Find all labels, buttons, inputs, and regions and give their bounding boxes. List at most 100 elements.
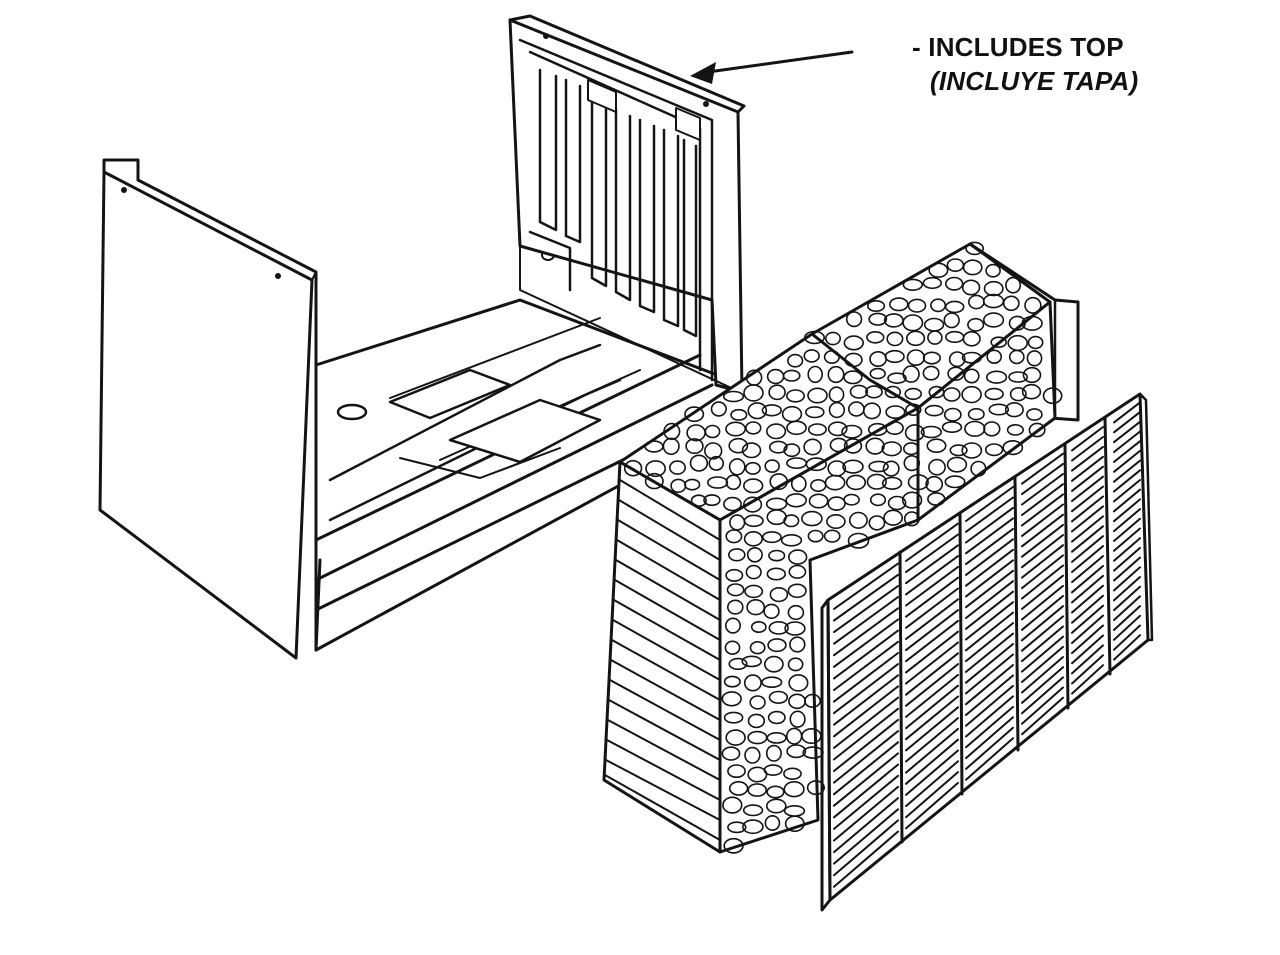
louver-slat <box>905 673 959 718</box>
pad-cell <box>785 493 808 508</box>
pad-cell <box>745 421 762 435</box>
pad-cell <box>690 494 707 508</box>
louver-slat <box>1071 555 1104 584</box>
louver-slat <box>1071 505 1104 533</box>
louver-slat <box>1071 594 1104 624</box>
louver-slat <box>1071 604 1104 634</box>
louver-slat <box>1071 644 1104 675</box>
louver-slat <box>833 707 899 761</box>
pad-cell <box>723 837 744 854</box>
pad-cell <box>843 335 864 351</box>
louver-slat <box>905 760 959 808</box>
louver-slat <box>965 653 1014 695</box>
pad-cell <box>965 241 985 256</box>
louver-slat <box>965 538 1014 576</box>
pad-cell <box>1005 276 1022 294</box>
louver-slat <box>1071 515 1104 543</box>
pad-cell <box>742 478 764 494</box>
pad-cell <box>703 442 723 460</box>
louver-slat <box>965 527 1014 566</box>
louver-slat <box>905 738 959 785</box>
pad-cell <box>725 729 746 746</box>
louver-slat <box>905 652 959 696</box>
pad-cell <box>765 423 787 440</box>
pad-cell <box>786 744 807 759</box>
pad-cell <box>743 530 764 547</box>
louver-slat <box>833 808 899 865</box>
louver-slat <box>965 632 1014 673</box>
pad-cell <box>744 746 761 764</box>
louver-slat <box>965 559 1014 598</box>
pad-cell <box>845 474 867 491</box>
pad-cell <box>741 655 763 668</box>
louver-slat <box>1113 585 1141 612</box>
louver-slat <box>965 643 1014 684</box>
pad-cell <box>803 330 825 345</box>
louver-slat <box>1071 634 1104 665</box>
louver-slat <box>833 618 899 668</box>
pad-cell <box>902 314 924 332</box>
pad-cell <box>728 781 749 796</box>
pad-cell <box>764 459 781 473</box>
pad-cell <box>807 387 828 404</box>
pad-cell <box>766 785 785 799</box>
louver-slat <box>833 741 899 796</box>
pad-cell <box>828 401 846 419</box>
louver-slat <box>833 797 899 854</box>
pad-cell <box>947 366 965 381</box>
pad-cell <box>983 421 1001 437</box>
louver-slat <box>1071 426 1104 452</box>
pad-cell <box>807 529 824 543</box>
pad-cell <box>726 599 744 615</box>
pad-cell <box>803 693 821 709</box>
pad-cell <box>684 406 705 423</box>
pad-cell <box>946 456 968 473</box>
pad-cell <box>788 564 807 579</box>
pad-cell <box>866 473 887 490</box>
louver-slat <box>965 716 1014 760</box>
louver-slat <box>965 590 1014 630</box>
pad-cell <box>768 621 789 635</box>
louver-slat <box>1021 595 1064 631</box>
louver-slat <box>1071 654 1104 685</box>
pad-cell <box>1027 335 1044 350</box>
pad-cell <box>706 476 729 489</box>
pad-cell <box>883 509 904 526</box>
pad-cell <box>922 365 940 381</box>
includes-top-callout: - INCLUDES TOP (INCLUYE TAPA) <box>912 30 1138 98</box>
louver-slat <box>1071 455 1104 482</box>
pad-cell <box>985 263 1001 278</box>
louver-slat <box>965 684 1014 727</box>
pad-cell <box>823 529 841 543</box>
louver-slat <box>1071 445 1104 472</box>
pad-cell <box>944 475 966 489</box>
pad-cell <box>722 796 743 814</box>
pad-cell <box>928 262 949 278</box>
pad-cell <box>769 473 789 491</box>
louver-slat <box>1021 473 1064 506</box>
pad-cell <box>848 511 868 529</box>
pad-cell <box>888 297 909 312</box>
louver-slat <box>965 486 1014 522</box>
pad-cell <box>961 279 981 296</box>
louver-slat <box>1021 625 1064 663</box>
pad-cell <box>761 676 783 689</box>
pad-cell <box>723 496 742 512</box>
pad-cell <box>784 815 805 833</box>
pad-cell <box>787 657 804 672</box>
louver-slat <box>965 622 1014 663</box>
louver-slat <box>1071 465 1104 492</box>
louver-slat <box>833 629 899 680</box>
louver-slat <box>1113 430 1141 453</box>
louver-slat <box>833 785 899 842</box>
pad-cell <box>961 442 983 459</box>
louver-slat <box>1071 565 1104 594</box>
pad-cell <box>967 317 985 332</box>
pad-cell <box>768 549 786 562</box>
pad-cell <box>743 514 764 528</box>
louver-slat <box>1113 488 1141 513</box>
louver-slat <box>965 517 1014 555</box>
pad-cell <box>722 390 745 403</box>
louver-slat <box>1071 584 1104 614</box>
pad-cell <box>869 493 887 507</box>
